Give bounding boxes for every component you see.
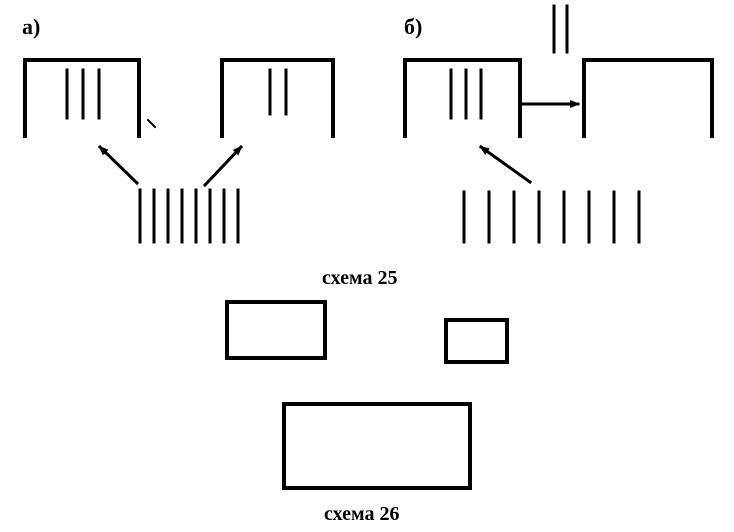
panel-b-right-container [582,58,714,138]
panel-a-right-container-sticks [268,68,288,116]
scheme-26-top-left-rectangle [225,300,327,360]
panel-a-left-container [23,58,141,138]
panel-b-top-sticks [552,4,569,54]
panel-b-left-container [403,58,522,138]
panel-a-source-sticks [138,188,240,244]
scheme-26-top-right-rectangle [444,318,509,364]
panel-b-left-container-sticks [449,68,483,120]
panel-a-arrow-left [97,144,140,186]
panel-b [403,4,714,244]
panel-a-arrow-right [202,144,244,188]
panel-a [23,58,335,244]
panel-b-source-sticks [462,190,641,244]
panel-b-label: б) [404,14,423,39]
panel-a-stray-mark [146,118,157,129]
scheme-26 [225,300,509,490]
scheme-26-bottom-rectangle [282,402,472,490]
scheme-26-caption: схема 26 [324,503,400,525]
panel-a-left-container-sticks [65,68,101,120]
panel-a-right-container [220,58,335,138]
panel-a-label: а) [22,14,41,39]
panel-b-arrow-left [478,144,533,185]
scheme-25-caption: схема 25 [322,267,398,289]
